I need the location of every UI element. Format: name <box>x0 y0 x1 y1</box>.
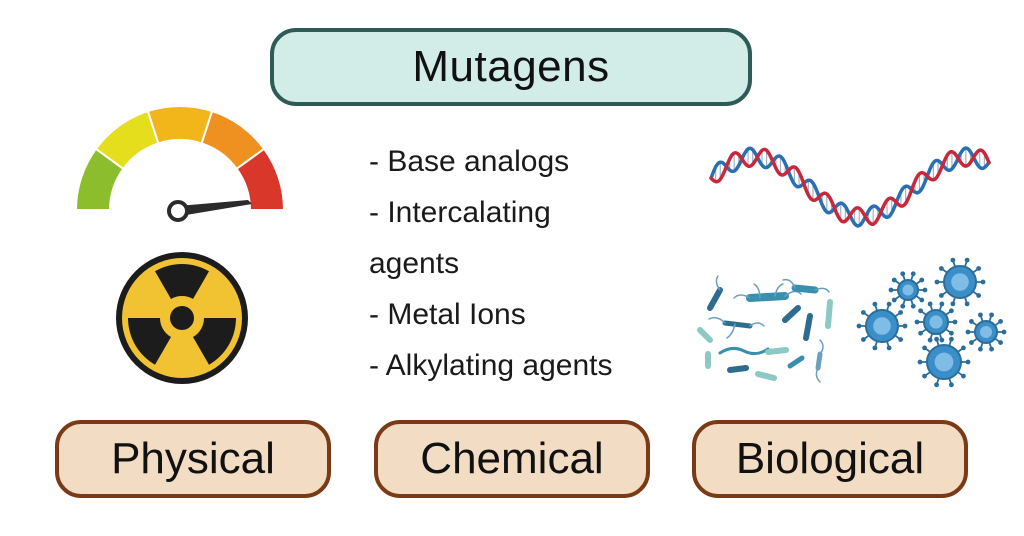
chemical-example-intercalating-cont: agents <box>369 247 460 280</box>
category-chemical-label: Chemical <box>420 434 604 483</box>
chemical-example-intercalating: - Intercalating <box>369 196 551 229</box>
radiation-hazard-icon <box>116 252 248 384</box>
category-biological: Biological <box>692 420 968 498</box>
radiation-gauge-icon <box>74 105 286 222</box>
category-physical-label: Physical <box>111 434 275 483</box>
title-text: Mutagens <box>412 42 610 91</box>
chemical-examples-list: - Base analogs - Intercalating agents - … <box>369 136 669 391</box>
category-chemical: Chemical <box>374 420 650 498</box>
chemical-example-alkylating-agents: - Alkylating agents <box>369 349 613 382</box>
chemical-example-base-analogs: - Base analogs <box>369 145 570 178</box>
dna-double-helix-icon <box>709 146 991 228</box>
title-box: Mutagens <box>270 28 752 106</box>
category-physical: Physical <box>55 420 331 498</box>
bacteria-cluster-icon <box>697 275 833 383</box>
chemical-example-metal-ions: - Metal Ions <box>369 298 526 331</box>
virus-cluster-icon <box>856 257 1007 388</box>
category-biological-label: Biological <box>735 434 925 483</box>
